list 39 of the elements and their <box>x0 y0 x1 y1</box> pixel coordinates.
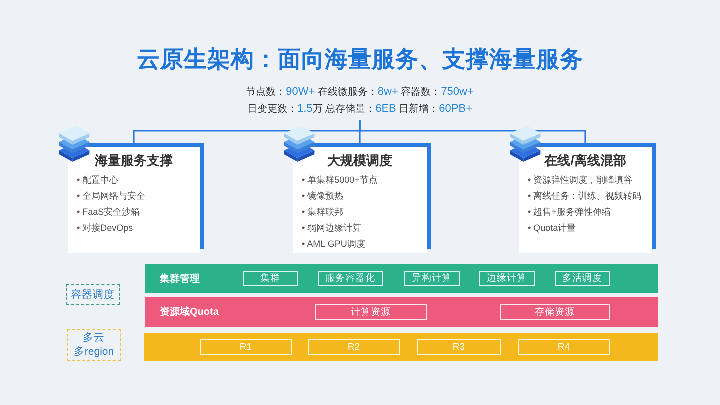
list-item: • 单集群5000+节点 <box>302 174 378 187</box>
title: 云原生架构：面向海量服务、支撑海量服务 <box>136 45 584 74</box>
module-box: R4 <box>518 339 610 355</box>
list-item: • 弱网边缘计算 <box>302 222 362 235</box>
list-item: • FaaS安全沙箱 <box>77 206 140 219</box>
feature-card <box>293 147 427 253</box>
list-item: • 对接DevOps <box>77 222 134 235</box>
card-heading: 海量服务支撑 <box>94 152 174 170</box>
layer-label: 多云 多region <box>67 329 121 361</box>
list-item: • 配置中心 <box>77 174 119 187</box>
layer-label: 容器调度 <box>66 284 120 305</box>
feature-card <box>68 147 200 253</box>
card-heading: 大规模调度 <box>326 152 394 170</box>
layer-band <box>145 264 658 293</box>
module-box: 异构计算 <box>404 271 460 286</box>
module-box: 存储资源 <box>500 304 610 320</box>
list-item: • 集群联邦 <box>302 206 344 219</box>
module-box: 多活调度 <box>555 271 610 286</box>
list-item: • 资源弹性调度，削峰填谷 <box>528 174 633 187</box>
module-box: R1 <box>200 339 292 355</box>
band-heading: 集群管理 <box>160 272 200 286</box>
card-heading: 在线/离线混部 <box>543 152 628 170</box>
list-item: • 镜像预热 <box>302 190 344 203</box>
module-box: 边缘计算 <box>479 271 535 286</box>
feature-card <box>519 147 652 253</box>
stats-text: 节点数：90W+ 在线微服务：8w+ 容器数：750w+ 日变更数：1.5万 总存储量：6EB 日新增：60PB+ <box>200 84 520 120</box>
module-box: 集群 <box>243 271 298 286</box>
band-heading: 资源域Quota <box>160 306 219 319</box>
list-item: • Quota计量 <box>528 222 576 235</box>
module-box: R3 <box>417 339 501 355</box>
list-item: • AML GPU调度 <box>302 238 366 251</box>
list-item: • 离线任务：训练、视频转码 <box>528 190 642 203</box>
module-box: R2 <box>308 339 400 355</box>
layer-band <box>144 333 658 361</box>
list-item: • 超售+服务弹性伸缩 <box>528 206 611 219</box>
layer-band <box>145 297 658 327</box>
module-box: 计算资源 <box>315 304 427 320</box>
module-box: 服务容器化 <box>318 271 383 286</box>
list-item: • 全局网络与安全 <box>77 190 146 203</box>
